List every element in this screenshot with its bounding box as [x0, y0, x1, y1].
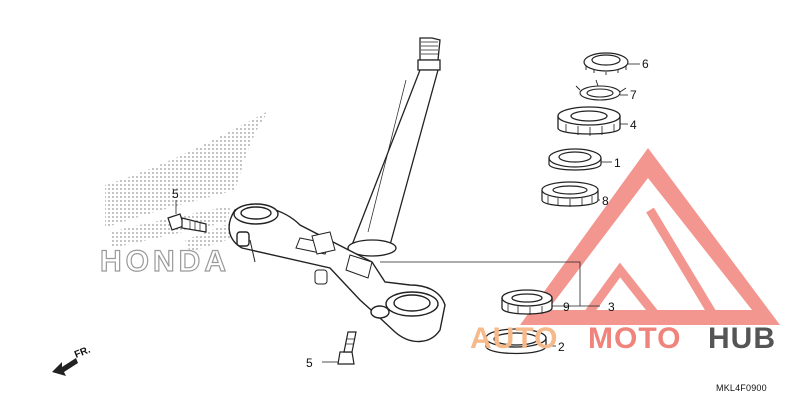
watermark-text: AUTO MOTO HUB [470, 322, 776, 355]
watermark-logo [520, 148, 780, 325]
callouts: 6 7 4 1 8 9 3 2 5 5 [172, 57, 649, 370]
steering-stem [347, 37, 441, 257]
callout-6: 6 [642, 57, 649, 71]
callout-1: 1 [614, 156, 621, 170]
honda-wing-logo: HONDA [99, 110, 270, 279]
bottom-bridge [228, 203, 446, 343]
front-arrow: FR. [52, 344, 92, 376]
callout-3: 3 [608, 300, 615, 314]
part-4-adjusting-nut [557, 106, 628, 136]
front-arrow-icon [52, 358, 78, 376]
part-8-upper-bearing [541, 181, 600, 207]
part-3-lower-bearing [501, 289, 600, 315]
part-2-lower-seal [485, 328, 556, 355]
front-label: FR. [73, 344, 92, 360]
watermark-auto: AUTO [470, 322, 558, 355]
callout-8: 8 [602, 194, 609, 208]
callout-5-lower: 5 [306, 356, 313, 370]
part-7-lock-washer [575, 79, 628, 101]
reference-lines [380, 261, 581, 306]
part-1-dust-seal [548, 148, 612, 171]
part-6-lock-nut [583, 52, 640, 75]
callout-4: 4 [630, 118, 637, 132]
callout-7: 7 [630, 88, 637, 102]
callout-5-upper: 5 [172, 187, 179, 201]
callout-9: 9 [563, 300, 570, 314]
watermark-hub: HUB [708, 322, 776, 355]
watermark-stroke [646, 207, 719, 321]
honda-logo-text: HONDA [100, 245, 230, 278]
watermark-moto: MOTO [588, 322, 681, 355]
bolt-lower [322, 331, 357, 365]
watermark-inner-triangle [576, 262, 668, 323]
callout-2: 2 [558, 340, 565, 354]
diagram-code: MKL4F0900 [716, 383, 767, 393]
bolt-upper [167, 200, 207, 233]
watermark-outer-triangle [520, 148, 780, 325]
